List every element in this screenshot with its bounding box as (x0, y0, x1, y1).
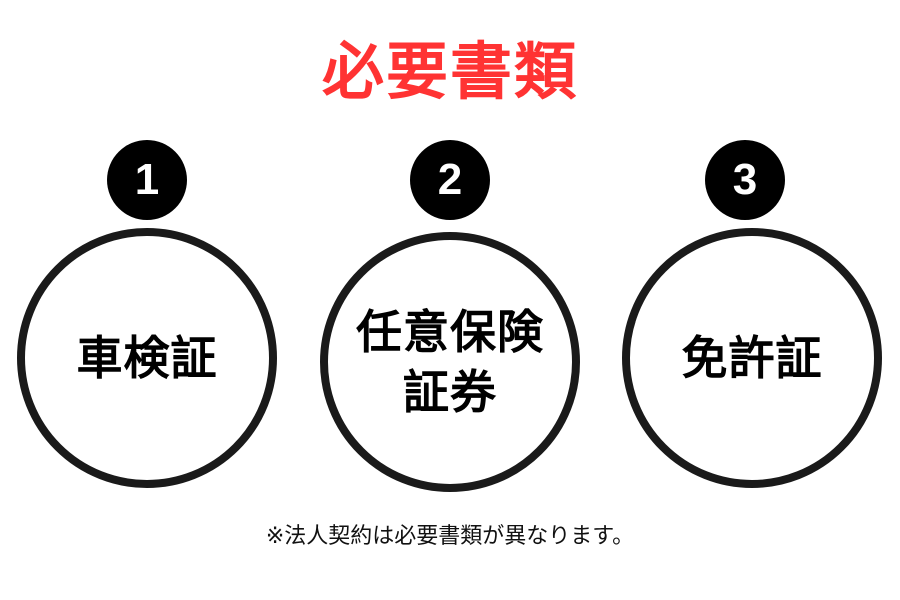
document-item-vehicle-inspection: 車検証 (17, 228, 277, 488)
step-badge-3: 3 (705, 140, 785, 220)
document-label: 車検証 (76, 331, 218, 385)
page-title: 必要書類 (321, 35, 578, 108)
footnote: ※法人契約は必要書類が異なります。 (265, 524, 635, 549)
step-badge-2: 2 (410, 140, 490, 220)
step-badge-1: 1 (107, 140, 187, 220)
document-label: 任意保険 証券 (356, 305, 544, 419)
document-item-drivers-license: 免許証 (622, 228, 882, 488)
document-label: 免許証 (681, 331, 823, 385)
document-item-insurance-certificate: 任意保険 証券 (320, 232, 580, 492)
